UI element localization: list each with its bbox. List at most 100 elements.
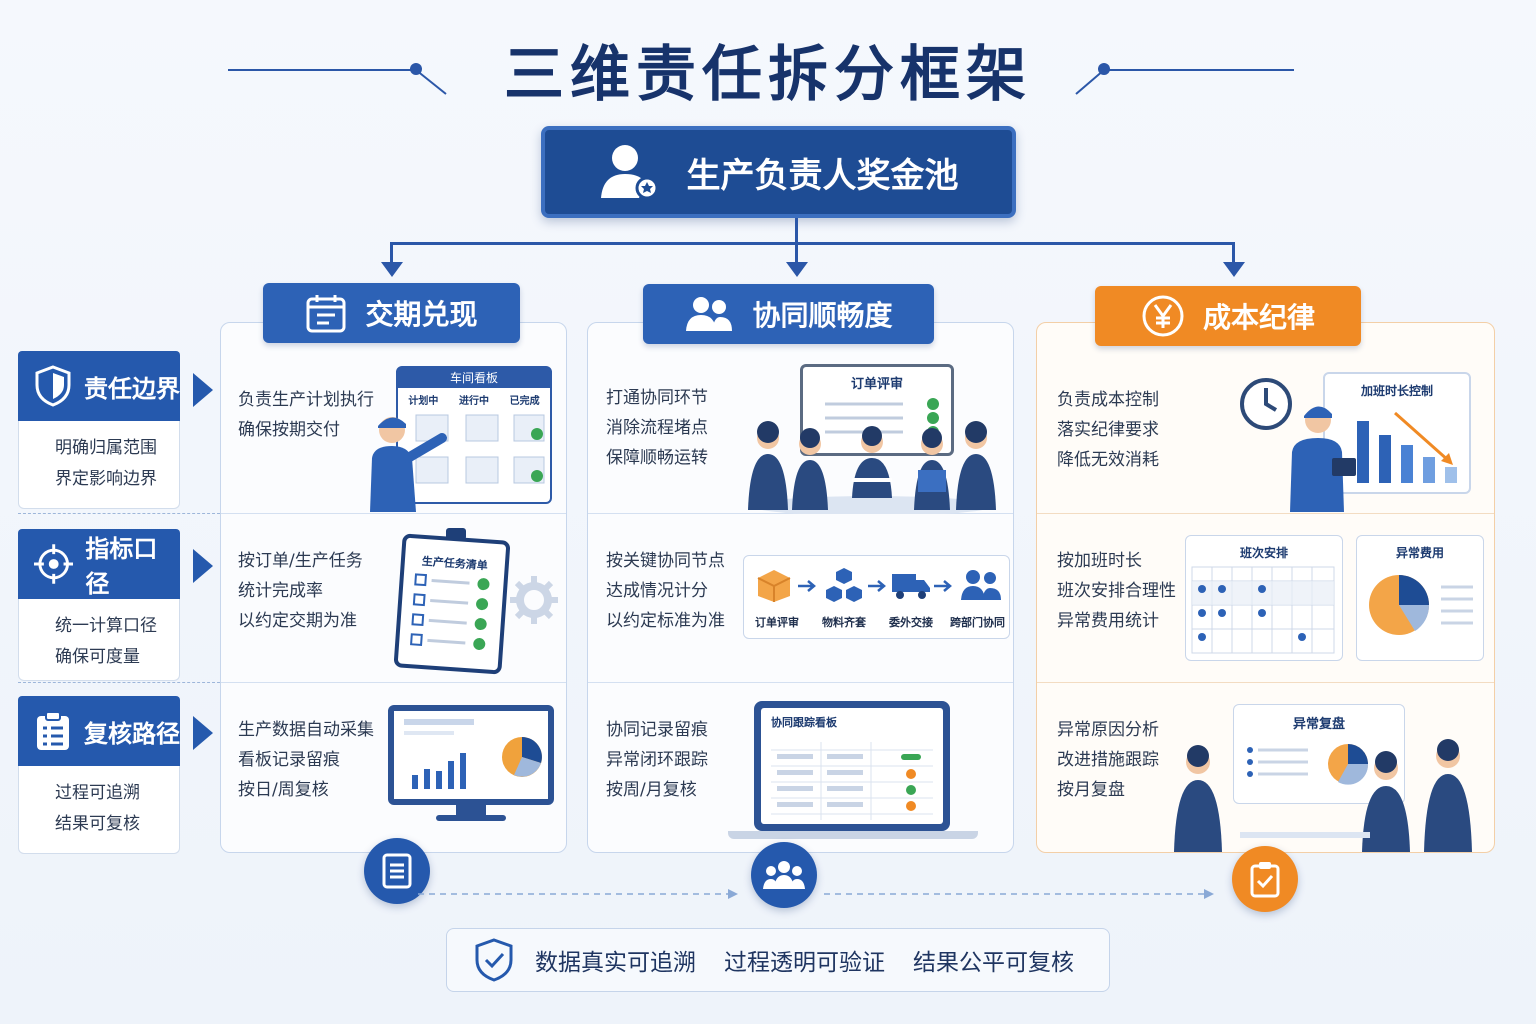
row-label-text: 责任边界 (84, 374, 180, 403)
overtime-title: 加班时长控制 (1360, 384, 1433, 398)
cell-text: 改进措施跟踪 (1057, 750, 1159, 770)
shift-schedule: 班次安排 (1185, 535, 1343, 661)
cell-text: 异常原因分析 (1057, 720, 1159, 740)
flow-step-label: 委外交接 (889, 616, 933, 629)
dashed-divider (18, 682, 220, 683)
shield-icon (35, 365, 71, 407)
abnormal-cost-pie (1369, 575, 1473, 635)
cell-text: 生产数据自动采集 (238, 720, 374, 740)
task-list-items (410, 573, 490, 651)
board-title: 车间看板 (398, 368, 550, 388)
row-pointer (193, 373, 213, 407)
worker-tablet-illustration (1290, 406, 1356, 512)
bottom-node-collab (751, 842, 817, 908)
monitor-stand (456, 805, 486, 817)
arrow-down-icon (1223, 262, 1245, 277)
cell-text: 负责生产计划执行 (238, 390, 374, 410)
laptop-base (728, 831, 978, 839)
cell-text: 按订单/生产任务 (238, 551, 363, 571)
cell-text: 打通协同环节 (606, 388, 708, 408)
footer-principles: 数据真实可追溯 过程透明可验证 结果公平可复核 (446, 928, 1110, 992)
title-deco-slash-left (416, 69, 447, 95)
column-header-cost: 成本纪律 (1095, 286, 1361, 346)
yen-icon (1142, 295, 1184, 337)
column-header-collab: 协同顺畅度 (643, 284, 934, 344)
flow-step-label: 跨部门协同 (950, 616, 1005, 629)
row-desc: 明确归属范围 (55, 438, 157, 458)
cell-text: 负责成本控制 (1057, 390, 1159, 410)
cell-text: 按周/月复核 (606, 780, 697, 800)
clock-icon (1240, 378, 1292, 430)
board-column-label: 计划中 (408, 396, 439, 407)
target-icon (34, 544, 74, 584)
order-review-title: 订单评审 (850, 377, 903, 392)
title-deco-slash-right (1075, 69, 1105, 95)
abnormal-review-content (1247, 744, 1369, 785)
manager-award-icon (600, 145, 658, 200)
cell-collab-review: 协同记录留痕 异常闭环跟踪 按周/月复核 (606, 715, 708, 805)
cell-collab-boundary: 打通协同环节 消除流程堵点 保障顺畅运转 (606, 383, 708, 473)
abnormal-review-board: 异常复盘 (1233, 704, 1405, 804)
cell-text: 异常闭环跟踪 (606, 750, 708, 770)
cell-text: 保障顺畅运转 (606, 448, 708, 468)
truck-icon (892, 574, 930, 599)
team-icon (686, 297, 733, 331)
title-deco-left (228, 69, 416, 71)
footer-item: 结果公平可复核 (913, 950, 1074, 976)
cell-cost-metric: 按加班时长 班次安排合理性 异常费用统计 (1057, 546, 1176, 636)
row-desc: 界定影响边界 (55, 469, 157, 489)
cell-cost-review: 异常原因分析 改进措施跟踪 按月复盘 (1057, 715, 1159, 805)
task-list-clipboard: 生产任务清单 (393, 533, 511, 675)
people-icon (961, 570, 1001, 600)
shift-title: 班次安排 (1239, 546, 1288, 560)
tracking-board-rows (771, 742, 933, 820)
row-label-metric: 指标口径 统一计算口径 确保可度量 (18, 529, 180, 681)
cell-text: 按关键协同节点 (606, 551, 725, 571)
monitor-screen (394, 711, 548, 799)
materials-icon (826, 568, 862, 602)
row-label-review: 复核路径 过程可追溯 结果可复核 (18, 696, 180, 854)
cell-delivery-review: 生产数据自动采集 看板记录留痕 按日/周复核 (238, 715, 374, 805)
row-divider (221, 682, 566, 683)
clipboard-check-icon (1250, 862, 1280, 898)
cell-text: 统计完成率 (238, 581, 323, 601)
cell-text: 消除流程堵点 (606, 418, 708, 438)
row-divider (588, 682, 1013, 683)
monitor-dashboard (388, 705, 554, 805)
row-divider (1037, 682, 1494, 683)
cell-text: 看板记录留痕 (238, 750, 340, 770)
board-column-label: 已完成 (509, 396, 540, 407)
column-header-delivery: 交期兑现 (263, 283, 520, 343)
cell-delivery-metric: 按订单/生产任务 统计完成率 以约定交期为准 (238, 546, 363, 636)
flow-steps-panel: 订单评审 物料齐套 委外交接 跨部门协同 (743, 555, 1010, 639)
column-header-label: 成本纪律 (1202, 301, 1315, 334)
cell-text: 以约定标准为准 (606, 611, 725, 631)
cell-text: 确保按期交付 (238, 420, 340, 440)
meeting-illustration (748, 421, 996, 514)
cell-text: 协同记录留痕 (606, 720, 708, 740)
row-desc: 过程可追溯 (55, 783, 140, 803)
row-label-text: 指标口径 (85, 535, 158, 598)
box-icon (757, 570, 791, 602)
tracking-board-laptop: 协同跟踪看板 (754, 701, 950, 831)
clipboard-clip (446, 528, 466, 540)
row-label-text: 复核路径 (84, 719, 180, 748)
abnormal-cost-chart: 异常费用 (1356, 535, 1484, 661)
connector-left (390, 242, 393, 266)
connector-mid (795, 242, 798, 266)
connector-bar (390, 242, 1235, 245)
board-cards (415, 414, 545, 484)
abnormal-review-title: 异常复盘 (1292, 717, 1345, 732)
row-desc: 统一计算口径 (55, 616, 157, 636)
row-desc: 结果可复核 (55, 814, 140, 834)
cell-delivery-boundary: 负责生产计划执行 确保按期交付 (238, 385, 374, 445)
cell-text: 按日/周复核 (238, 780, 329, 800)
flow-step-label: 物料齐套 (822, 616, 866, 629)
arrow-right-icon (934, 580, 952, 592)
cell-cost-boundary: 负责成本控制 落实纪律要求 降低无效消耗 (1057, 385, 1159, 475)
abnormal-cost-title: 异常费用 (1395, 546, 1444, 560)
row-pointer (193, 549, 213, 583)
row-divider (1037, 513, 1494, 514)
footer-item: 过程透明可验证 (724, 950, 885, 976)
footer-item: 数据真实可追溯 (535, 950, 696, 976)
